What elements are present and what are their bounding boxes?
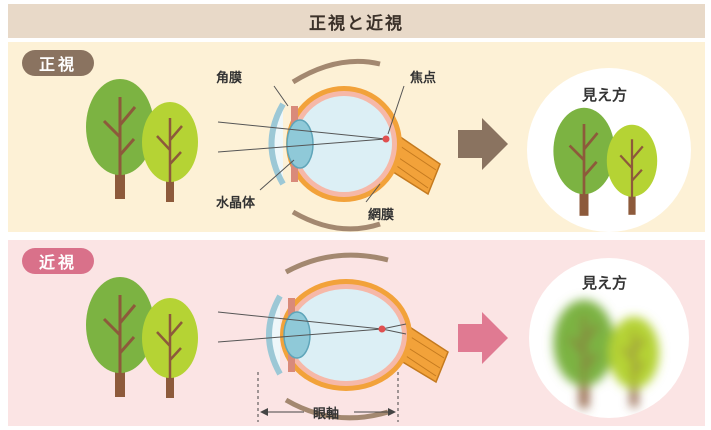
retina-label: 網膜	[368, 208, 395, 223]
tree-light-icon	[140, 100, 200, 204]
myopia-eye-icon	[217, 252, 449, 421]
myopia-tag-label: 近視	[38, 253, 77, 272]
focal-point-label: 焦点	[410, 71, 437, 86]
title-bar: 正視と近視	[8, 4, 705, 38]
tree-light-icon	[140, 296, 200, 400]
myopia-view-label: 見え方	[582, 274, 628, 292]
myopia-tag: 近視	[22, 248, 94, 274]
normal-view-label: 見え方	[582, 86, 628, 104]
axial-length-label: 眼軸	[313, 407, 340, 422]
normal-vision-tag: 正視	[22, 50, 94, 76]
cornea-label: 角膜	[216, 71, 243, 86]
page-title: 正視と近視	[309, 13, 404, 34]
myopia-illustration	[84, 252, 689, 422]
normal-vision-illustration	[84, 58, 691, 232]
arrow-right-icon	[458, 118, 508, 170]
lens-label: 水晶体	[216, 196, 256, 211]
normal-vision-tag-label: 正視	[38, 55, 77, 74]
myopia-panel: 近視 見え方 眼軸	[8, 240, 705, 426]
normal-eye-icon	[217, 58, 441, 232]
axial-length-marker	[257, 372, 399, 422]
arrow-right-icon	[458, 312, 508, 364]
normal-vision-panel: 正視 角膜 焦点 水晶体 網膜 見え方	[8, 42, 705, 232]
